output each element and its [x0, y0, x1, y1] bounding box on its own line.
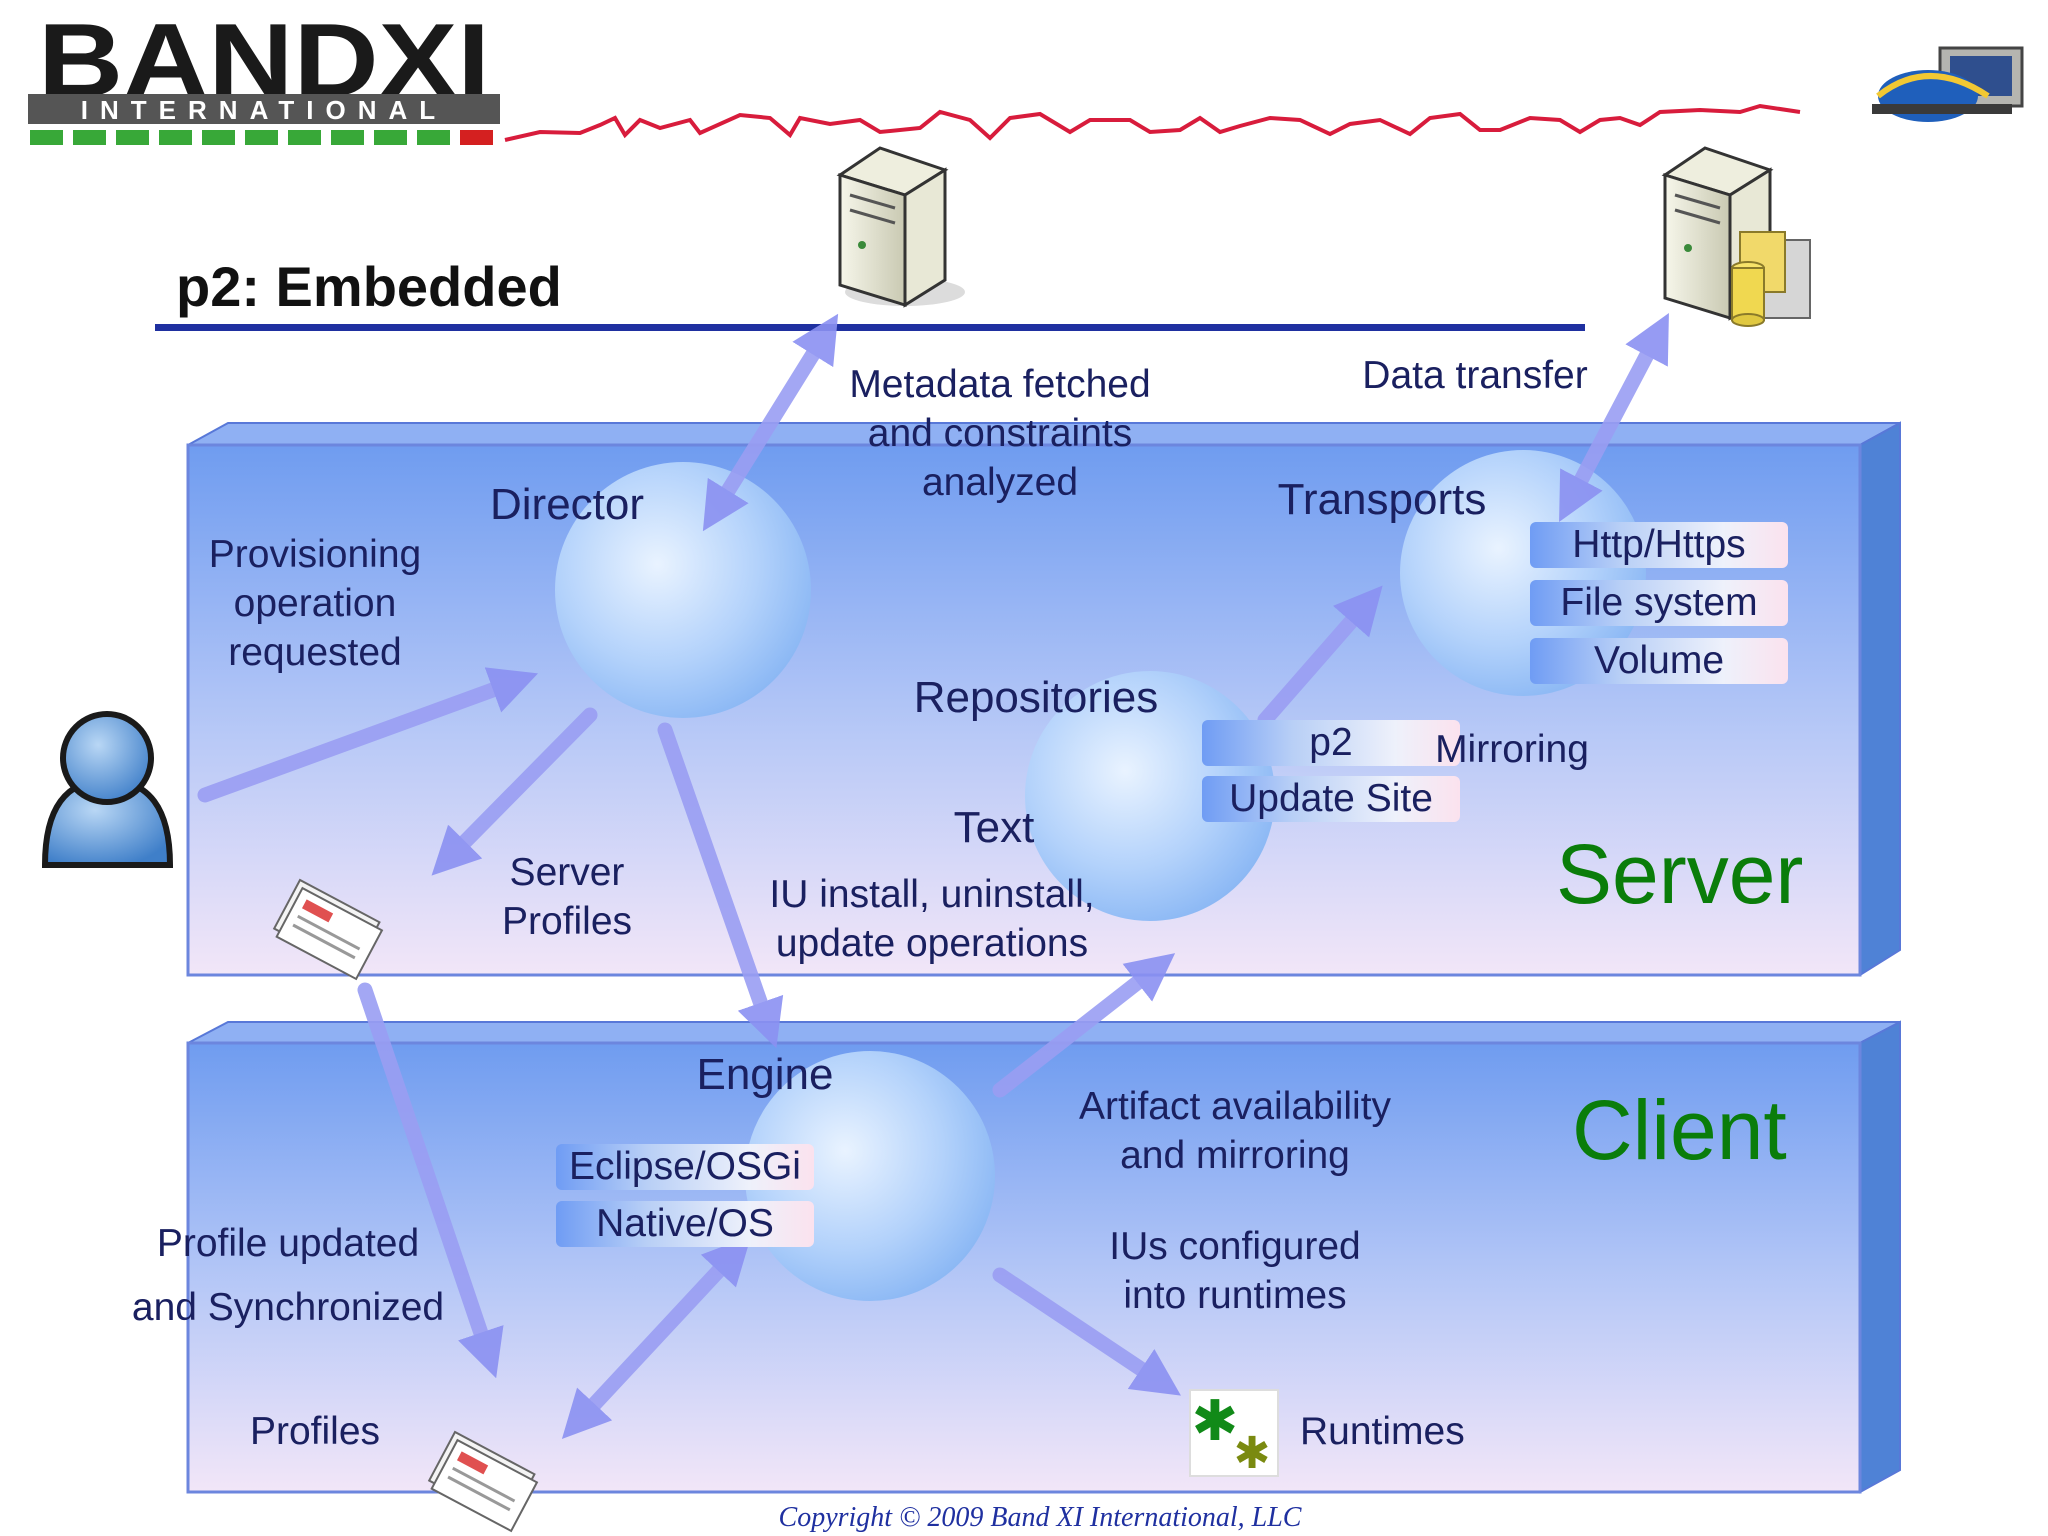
data-server-icon	[1661, 146, 1811, 327]
arrow-user-to-director	[197, 667, 539, 803]
title-underline	[155, 324, 1585, 331]
server-profile-document-icon	[272, 878, 384, 981]
logo-dot	[331, 130, 364, 145]
transport-volume: Volume	[1530, 638, 1788, 684]
logo-dot	[245, 130, 278, 145]
arrow-repositories-to-transports	[1257, 585, 1383, 728]
client-profile-document-icon	[427, 1430, 539, 1533]
arrow-engine-profiles	[561, 1235, 752, 1440]
client-panel	[186, 1020, 1901, 1494]
svg-text:✱: ✱	[1192, 1389, 1239, 1454]
profiles-label: Profiles	[249, 1410, 381, 1453]
repositories-label: Repositories	[913, 673, 1159, 722]
logo-dot	[116, 130, 149, 145]
logo: BANDXI INTERNATIONAL	[28, 3, 500, 145]
logo-dot	[202, 130, 235, 145]
arrow-director-metadata	[702, 313, 839, 532]
iu-operations-label: IU install, uninstall,update operations	[769, 873, 1095, 965]
logo-dot	[288, 130, 321, 145]
data-transfer-label: Data transfer	[1362, 354, 1588, 397]
logo-subtitle: INTERNATIONAL	[81, 95, 447, 125]
computer-globe-icon	[1872, 46, 2024, 122]
arrow-data-transfer	[1559, 313, 1669, 522]
skyline-decoration	[504, 103, 1801, 142]
transport-http: Http/Https	[1530, 522, 1788, 568]
runtimes-label: Runtimes	[1300, 1410, 1465, 1453]
director-label: Director	[489, 480, 645, 529]
arrow-director-to-engine	[657, 722, 784, 1049]
repo-update-site: Update Site	[1202, 776, 1460, 822]
arrow-engine-runtimes	[992, 1267, 1181, 1396]
flow-arrows	[197, 313, 1669, 1440]
logo-dot	[417, 130, 450, 145]
logo-dot	[159, 130, 192, 145]
text-label: Text	[953, 803, 1035, 852]
client-heading: Client	[1572, 1083, 1787, 1177]
arrow-engine-to-repositories	[992, 953, 1176, 1098]
logo-dot	[374, 130, 407, 145]
svg-text:✱: ✱	[1234, 1428, 1271, 1479]
slide-title: p2: Embedded	[176, 255, 562, 318]
copyright: Copyright © 2009 Band XI International, …	[778, 1502, 1302, 1533]
logo-dot	[30, 130, 63, 145]
engine-native-os: Native/OS	[556, 1201, 814, 1247]
transports-label: Transports	[1277, 475, 1487, 524]
mirroring-label: Mirroring	[1435, 728, 1589, 771]
metadata-server-icon	[836, 146, 965, 308]
transport-file-system: File system	[1530, 580, 1788, 626]
arrow-profile-sync	[357, 982, 504, 1379]
engine-label: Engine	[696, 1050, 834, 1099]
runtimes-icon: ✱ ✱	[1189, 1389, 1279, 1479]
user-icon	[41, 711, 174, 868]
arrow-director-to-server-profiles	[431, 707, 598, 876]
logo-dot	[460, 130, 493, 145]
server-heading: Server	[1556, 827, 1804, 921]
engine-eclipse-osgi: Eclipse/OSGi	[556, 1144, 814, 1190]
repo-p2: p2	[1202, 720, 1460, 766]
logo-dot	[73, 130, 106, 145]
